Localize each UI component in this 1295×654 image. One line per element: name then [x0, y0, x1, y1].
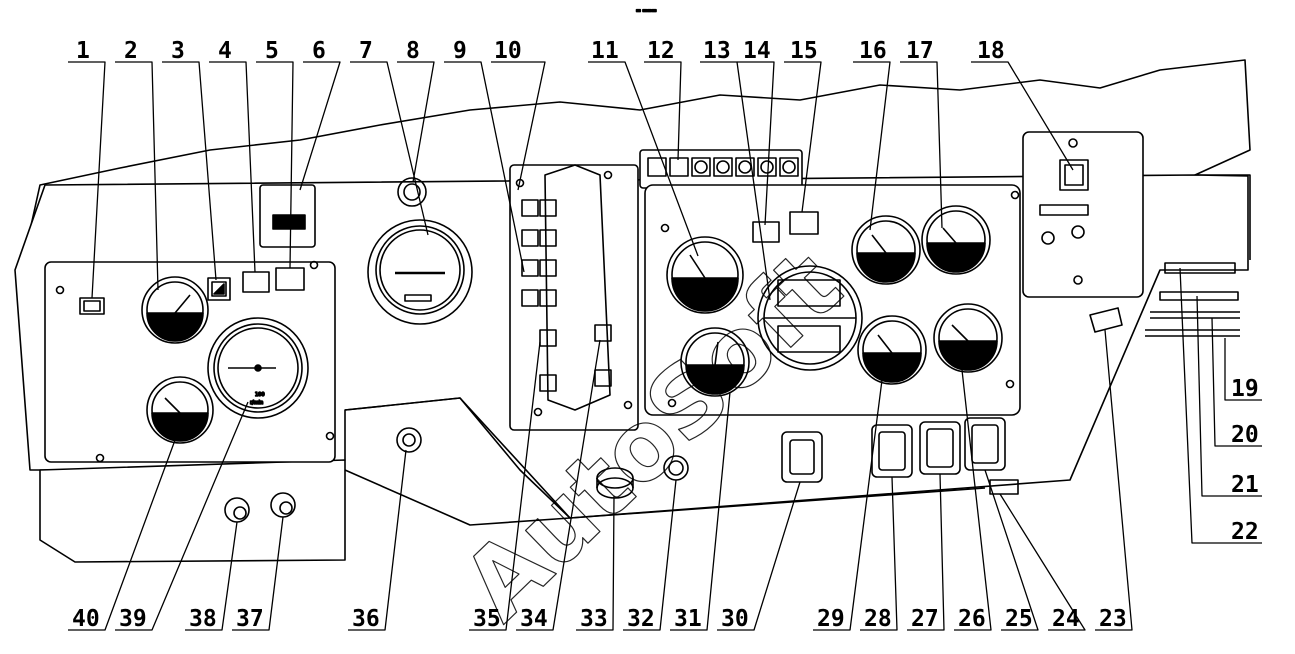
speedometer-7: [367, 219, 473, 325]
callout-4: 4: [218, 38, 232, 64]
tachometer-39: [207, 317, 309, 419]
gauge-17: [921, 205, 991, 275]
lower-front-box: [39, 459, 346, 563]
knob-8: [397, 177, 427, 207]
callout-39: 39: [119, 606, 147, 632]
callout-20: 20: [1231, 422, 1259, 448]
fuse-cover: [544, 164, 611, 411]
callout-2: 2: [124, 38, 138, 64]
callout-24: 24: [1052, 606, 1080, 632]
callout-21: 21: [1231, 472, 1259, 498]
top-leaders: [68, 61, 1074, 301]
warning-light-strip-12: [639, 149, 803, 189]
callout-15: 15: [790, 38, 818, 64]
indicator-4: [242, 271, 270, 293]
callout-40: 40: [72, 606, 100, 632]
tach-unit-label: r/min: [250, 400, 263, 406]
callout-30: 30: [721, 606, 749, 632]
gauge-16: [851, 215, 921, 285]
callout-14: 14: [743, 38, 771, 64]
callout-31: 31: [674, 606, 702, 632]
warning-lights: [647, 157, 799, 177]
switch-15: [789, 211, 819, 235]
callout-19: 19: [1231, 376, 1259, 402]
callout-3: 3: [171, 38, 185, 64]
right-callouts: 19 20 21 22: [1231, 376, 1259, 545]
knob-33: [596, 467, 634, 499]
gauge-11: [666, 236, 744, 314]
callout-16: 16: [859, 38, 887, 64]
callout-10: 10: [494, 38, 522, 64]
callout-6: 6: [312, 38, 326, 64]
callout-32: 32: [627, 606, 655, 632]
callout-37: 37: [236, 606, 264, 632]
rocker-switch-30: [781, 431, 823, 483]
right-instrument-panel: [644, 184, 1021, 416]
indicator-3: [207, 277, 231, 301]
callout-28: 28: [864, 606, 892, 632]
callout-26: 26: [958, 606, 986, 632]
callout-8: 8: [406, 38, 420, 64]
rail-21: [1159, 291, 1239, 301]
callout-12: 12: [647, 38, 675, 64]
gauge-31: [680, 327, 750, 397]
callout-34: 34: [520, 606, 548, 632]
lamp-36: [396, 427, 422, 453]
switch-18: [1059, 159, 1089, 191]
callout-17: 17: [906, 38, 934, 64]
gauge-2: [141, 276, 209, 344]
callout-35: 35: [473, 606, 501, 632]
gauge-13: [757, 265, 863, 371]
callout-22: 22: [1231, 519, 1259, 545]
top-callouts: 1 2 3 4 5 6 7 8 9 10 11 12 13 14 15 16 1…: [76, 38, 1005, 64]
rail-22: [1164, 262, 1236, 274]
callout-27: 27: [911, 606, 939, 632]
callout-11: 11: [591, 38, 619, 64]
callout-29: 29: [817, 606, 845, 632]
top-caption: ▭ ▭▭▭: [636, 8, 657, 14]
tach-max-label: 100: [255, 392, 265, 398]
callout-25: 25: [1005, 606, 1033, 632]
switch-23: [1089, 307, 1123, 333]
callout-1: 1: [76, 38, 90, 64]
gauge-26: [933, 303, 1003, 373]
callout-33: 33: [580, 606, 608, 632]
gauge-40: [146, 376, 214, 444]
gauge-29: [857, 315, 927, 385]
callout-13: 13: [703, 38, 731, 64]
bottom-callouts: 40 39 38 37 36 35 34 33 32 31 30 29 28 2…: [72, 606, 1127, 632]
callout-9: 9: [453, 38, 467, 64]
right-leaders: [1179, 267, 1262, 544]
bottom-leaders: [68, 329, 1133, 631]
switch-14: [752, 221, 780, 243]
callout-23: 23: [1099, 606, 1127, 632]
panel-top-edge: [29, 59, 1251, 260]
callout-18: 18: [977, 38, 1005, 64]
callout-7: 7: [359, 38, 373, 64]
fuse-grid: [521, 199, 612, 392]
callout-38: 38: [189, 606, 217, 632]
callout-36: 36: [352, 606, 380, 632]
callout-5: 5: [265, 38, 279, 64]
